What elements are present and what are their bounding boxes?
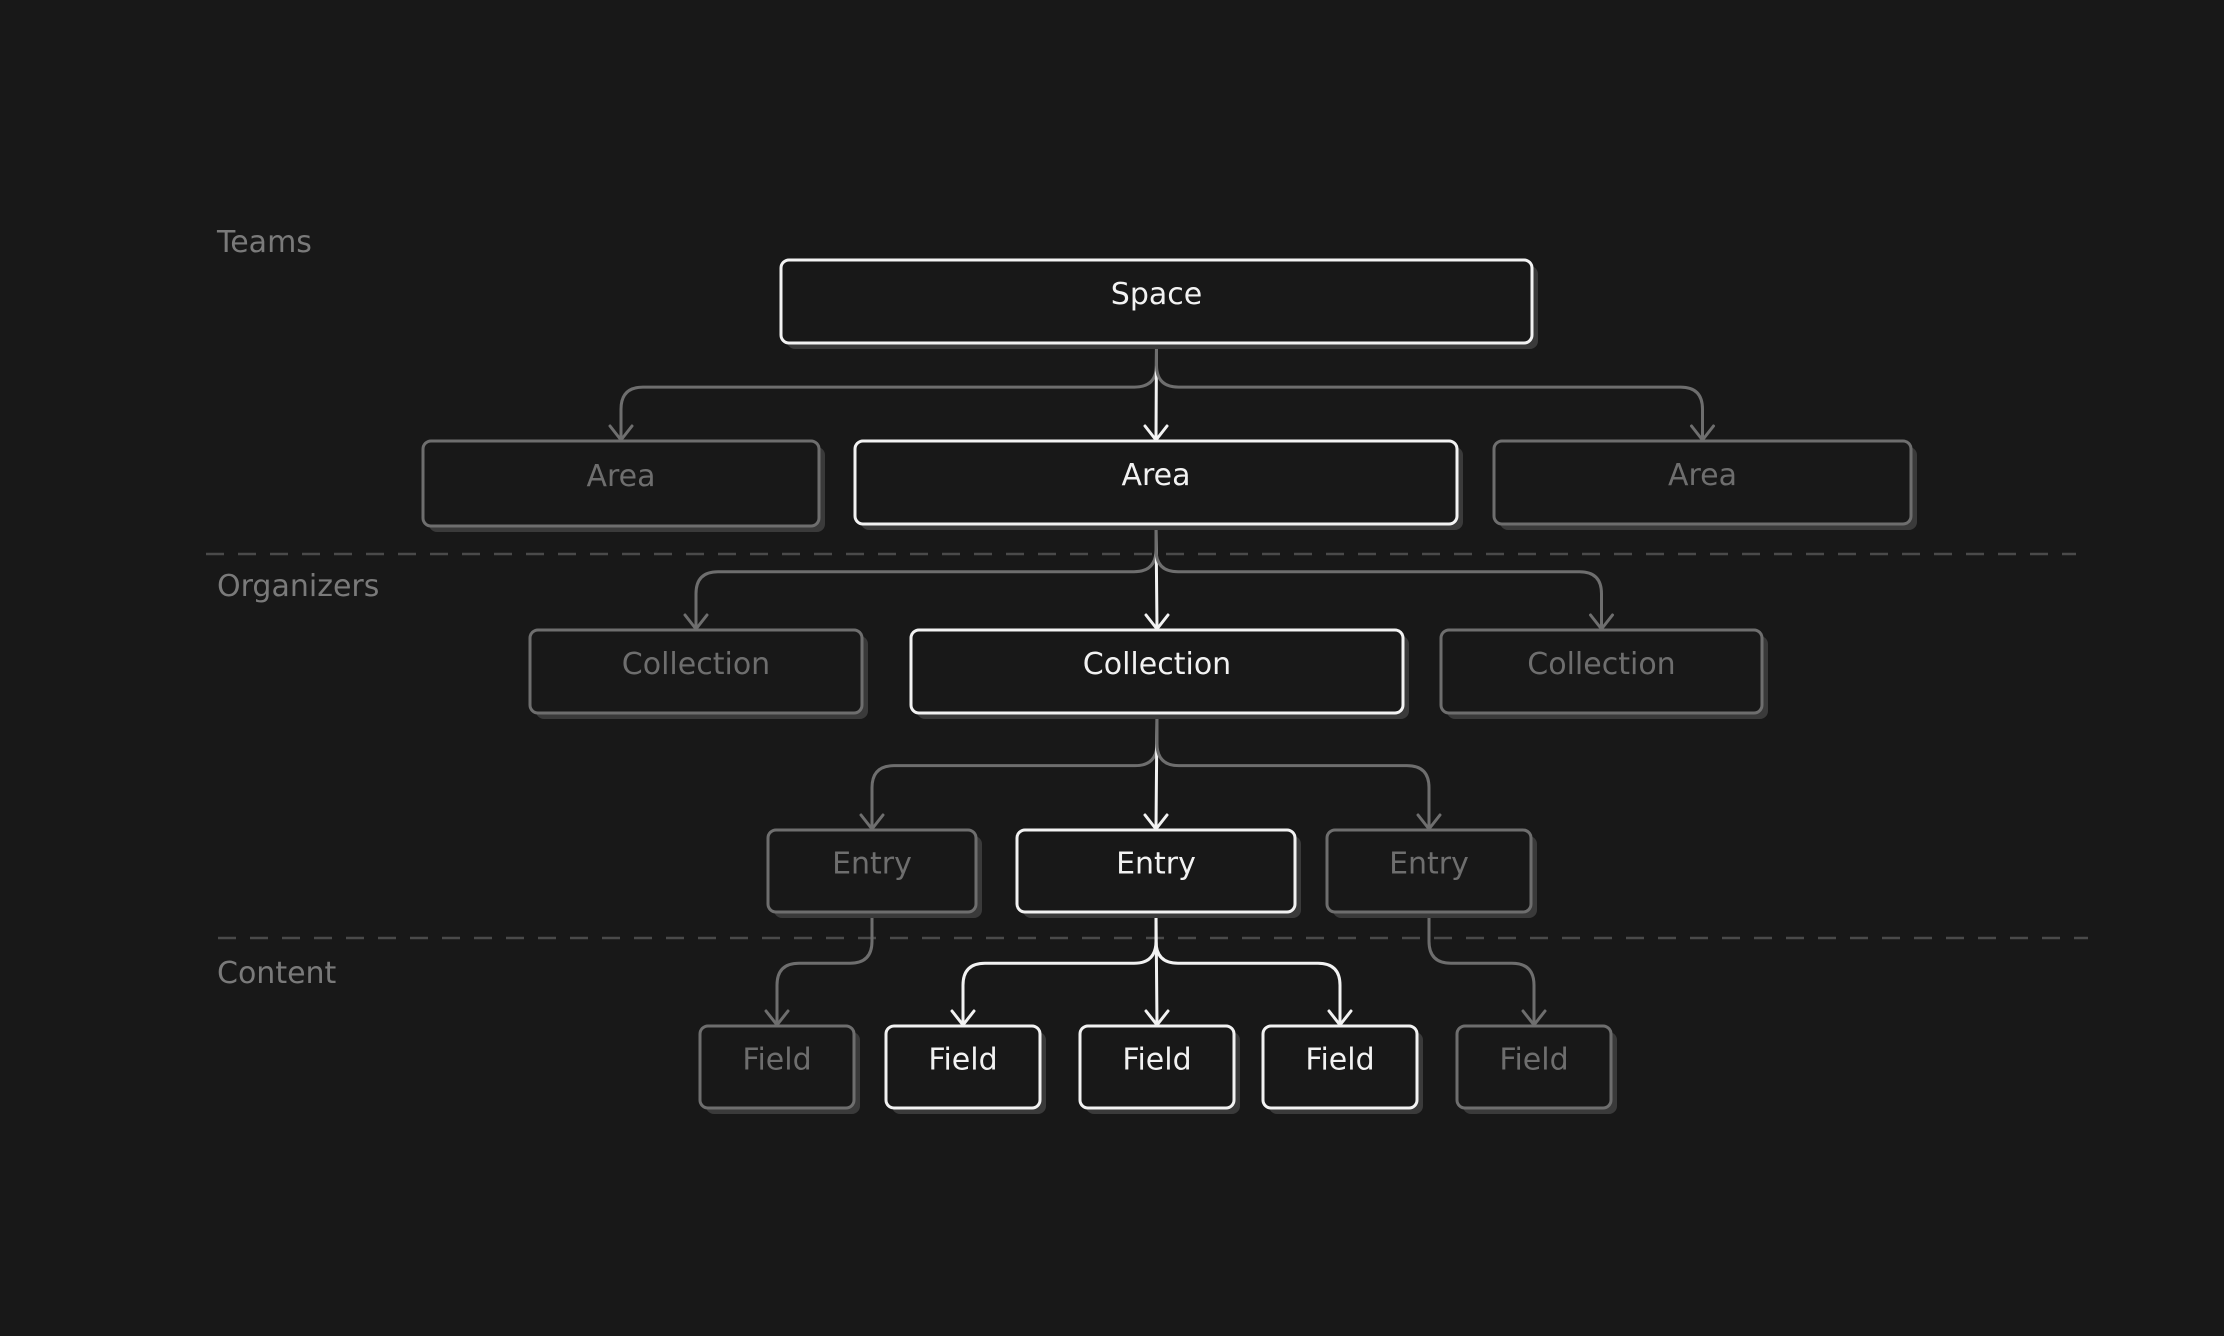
edge-entry-right-to-field-5: [1427, 910, 1536, 1027]
node-label: Field: [1122, 1043, 1191, 1078]
node-area-right: Area: [1492, 439, 1917, 530]
node-entry-center: Entry: [1015, 828, 1301, 918]
edge-area-center-to-collection-right: [1154, 522, 1603, 631]
node-entry-left: Entry: [766, 828, 982, 918]
node-label: Collection: [622, 647, 770, 682]
edge-entry-left-to-field-1: [775, 910, 874, 1027]
node-label: Entry: [1389, 847, 1469, 882]
node-label: Field: [1305, 1043, 1374, 1078]
edge-entry-center-to-field-2: [961, 910, 1158, 1027]
node-label: Area: [586, 459, 655, 494]
node-box: [1455, 1024, 1613, 1110]
edge-collection-center-to-entry-left: [870, 711, 1159, 831]
node-box: [1439, 628, 1764, 715]
node-box: [1261, 1024, 1419, 1110]
node-field-5: Field: [1455, 1024, 1617, 1114]
edge-space-to-area-left: [619, 341, 1158, 442]
node-label: Entry: [1116, 847, 1196, 882]
node-field-3: Field: [1078, 1024, 1240, 1114]
node-label: Space: [1111, 277, 1202, 312]
node-label: Collection: [1527, 647, 1675, 682]
node-area-left: Area: [421, 439, 825, 532]
node-label: Field: [742, 1043, 811, 1078]
node-box: [909, 628, 1405, 715]
node-label: Area: [1668, 458, 1737, 493]
node-box: [698, 1024, 856, 1110]
node-box: [884, 1024, 1042, 1110]
node-box: [766, 828, 978, 914]
section-label-content: Content: [217, 956, 337, 991]
node-box: [853, 439, 1459, 526]
node-collection-right: Collection: [1439, 628, 1768, 719]
edges-layer: [608, 341, 1715, 1027]
node-box: [1492, 439, 1913, 526]
node-entry-right: Entry: [1325, 828, 1537, 918]
edge-entry-center-to-field-4: [1154, 910, 1342, 1027]
node-box: [1015, 828, 1297, 914]
edge-space-to-area-right: [1155, 341, 1704, 442]
node-box: [1325, 828, 1533, 914]
node-collection-center: Collection: [909, 628, 1409, 719]
section-label-organizers: Organizers: [217, 569, 379, 604]
node-area-center: Area: [853, 439, 1463, 530]
edge-collection-center-to-entry-right: [1155, 711, 1431, 831]
node-label: Collection: [1083, 647, 1231, 682]
node-box: [528, 628, 864, 715]
node-field-2: Field: [884, 1024, 1046, 1114]
node-label: Field: [1499, 1043, 1568, 1078]
node-field-1: Field: [698, 1024, 860, 1114]
node-box: [779, 258, 1534, 345]
node-field-4: Field: [1261, 1024, 1423, 1114]
node-label: Area: [1121, 458, 1190, 493]
edge-area-center-to-collection-left: [694, 522, 1158, 631]
node-space: Space: [779, 258, 1538, 349]
node-label: Field: [928, 1043, 997, 1078]
node-box: [1078, 1024, 1236, 1110]
node-collection-left: Collection: [528, 628, 868, 719]
node-box: [421, 439, 821, 528]
node-label: Entry: [832, 847, 912, 882]
section-label-teams: Teams: [216, 225, 312, 260]
